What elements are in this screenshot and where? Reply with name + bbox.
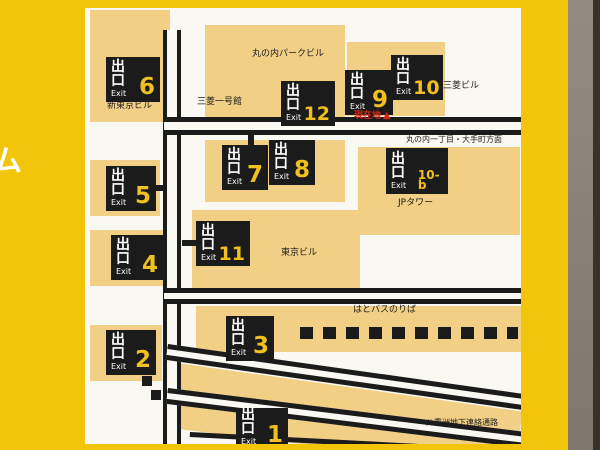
stub-exit5: [156, 185, 164, 191]
exit-en-label: Exit: [111, 362, 127, 371]
exit-en-label: Exit: [241, 437, 257, 445]
label-mitsubishi-ichigokan: 三菱一号館: [197, 97, 243, 107]
label-yaesu-passage: 八重洲地下連絡通路: [426, 418, 498, 427]
exit-number: 9: [371, 87, 388, 114]
vertical-corridor: [163, 30, 181, 444]
wall: [568, 0, 600, 450]
label-hato-bus: はとバスのりば: [353, 305, 417, 315]
stair-mark-2: [151, 390, 161, 400]
exit-jp-label: 出口: [111, 59, 126, 89]
exit-en-label: Exit: [391, 181, 407, 190]
exit-en-label: Exit: [231, 348, 247, 357]
exit-jp-label: 出口: [241, 407, 256, 437]
exit-jp-label: 出口: [227, 147, 242, 177]
current-location-label: 現在地: [354, 110, 382, 121]
exit-number: 6: [138, 74, 155, 101]
main-road-upper: [164, 117, 521, 135]
exit-number: 12: [303, 102, 330, 125]
current-location-marker: 現在地 ▲: [354, 111, 391, 121]
exit-number: 4: [141, 252, 158, 279]
wall-dark-edge: [593, 0, 600, 450]
exit-en-label: Exit: [227, 177, 243, 186]
exit-en-label: Exit: [201, 253, 217, 262]
main-road-middle: [164, 288, 521, 304]
exit-en-label: Exit: [396, 87, 412, 96]
stair-mark-1: [142, 376, 152, 386]
exit-jp-label: 出口: [396, 57, 411, 87]
stub-exit11: [182, 240, 196, 246]
bus-bay-dashes: [300, 327, 518, 339]
label-mitsubishi: 三菱ビル: [443, 81, 480, 91]
exit-en-label: Exit: [116, 267, 132, 276]
exit-jp-label: 出口: [111, 168, 126, 198]
label-direction: 丸の内一丁目・大手町方面: [406, 135, 502, 144]
location-triangle-icon: ▲: [383, 110, 391, 121]
exit-number: 5: [134, 183, 151, 210]
exit-jp-label: 出口: [286, 83, 301, 113]
exit-number: 7: [246, 162, 263, 189]
label-jp-tower: JPタワー: [398, 198, 434, 208]
exit-jp-label: 出口: [111, 332, 126, 362]
exit-number: 11: [218, 242, 245, 265]
exit-number: 10-b: [417, 167, 440, 192]
exit-jp-label: 出口: [350, 72, 365, 102]
exit-number: 8: [293, 157, 310, 184]
sign-board: ム: [0, 0, 568, 450]
exit-jp-label: 出口: [391, 151, 406, 181]
stub-exit7-8: [248, 134, 254, 146]
exit-en-label: Exit: [286, 113, 302, 122]
exit-number: 1: [266, 422, 283, 444]
exit-jp-label: 出口: [274, 142, 289, 172]
partial-left-text: ム: [0, 144, 22, 179]
exit-number: 10: [413, 76, 440, 99]
exit-en-label: Exit: [350, 102, 366, 111]
exit-number: 2: [134, 347, 151, 374]
exit-jp-label: 出口: [201, 223, 216, 253]
exit-number: 3: [252, 333, 269, 360]
exit-en-label: Exit: [274, 172, 290, 181]
exit-jp-label: 出口: [116, 237, 131, 267]
exit-en-label: Exit: [111, 198, 127, 207]
exit-en-label: Exit: [111, 89, 127, 98]
label-tokyo-bldg: 東京ビル: [281, 248, 318, 258]
label-shin-tokyo: 新東京ビル: [107, 101, 153, 111]
exit-jp-label: 出口: [231, 318, 246, 348]
label-marunouchi-park: 丸の内パークビル: [252, 49, 325, 59]
